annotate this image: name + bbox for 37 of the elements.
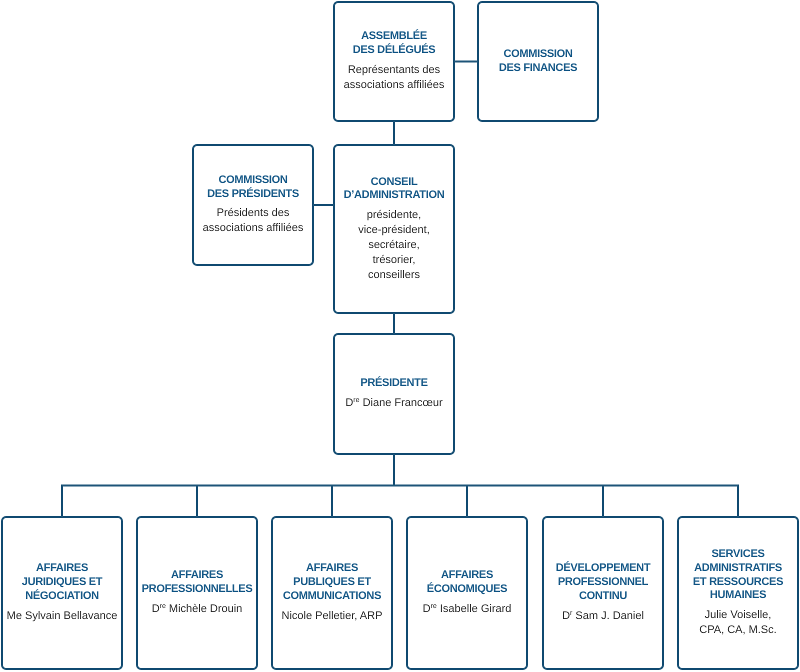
org-unit-box [136, 516, 258, 670]
body-text: D$^{re}$ Isabelle Girard [422, 602, 512, 617]
heading-text: ASSEMBLÉE DES DÉLÉGUÉS [352, 30, 436, 58]
heading-text: AFFAIRES ÉCONOMIQUES [426, 569, 508, 597]
body-text: Nicole Pelletier, ARP [282, 608, 382, 624]
heading-text: CONSEIL D’ADMINISTRATION [342, 176, 446, 204]
org-unit-box [677, 516, 799, 670]
org-unit-box [192, 144, 314, 266]
connector-line [393, 122, 395, 144]
heading-text: COMMISSION DES FINANCES [498, 48, 578, 76]
heading-text: DÉVELOPPEMENT PROFESSIONNEL CONTINU [554, 562, 652, 604]
org-unit-box [333, 144, 455, 314]
org-unit-box [333, 1, 455, 122]
body-text: Présidents des associations affiliées [202, 206, 304, 236]
heading-text: COMMISSION DES PRÉSIDENTS [206, 174, 300, 202]
connector-line [314, 204, 333, 206]
body-text: D$^{re}$ Diane Francœur [345, 396, 443, 411]
body-text: D$^{r}$ Sam J. Daniel [562, 608, 644, 624]
body-text: Me Sylvain Bellavance [6, 608, 118, 624]
body-text: D$^{re}$ Michèle Drouin [152, 602, 242, 617]
org-unit-box [1, 516, 123, 670]
connector-line [393, 314, 395, 333]
heading-text: SERVICES ADMINISTRATIFS ET RESSOURCES HUMAINES [692, 548, 784, 604]
heading-text: PRÉSIDENTE [360, 377, 428, 391]
connector-line [393, 455, 739, 516]
org-unit-box [333, 333, 455, 455]
org-unit-box [542, 516, 664, 670]
body-text: présidente, vice-président, secrétaire, trésorier, conseillers [357, 208, 431, 282]
body-text: Représentants des associations affiliées [342, 62, 446, 93]
org-unit-box [406, 516, 528, 670]
heading-text: AFFAIRES PROFESSIONNELLES [141, 569, 253, 597]
heading-text: AFFAIRES PUBLIQUES ET COMMUNICATIONS [282, 562, 382, 604]
connector-line [455, 60, 477, 62]
org-unit-box [271, 516, 393, 670]
body-text: Julie Voiselle, CPA, CA, M.Sc. [698, 608, 778, 638]
org-unit-box [477, 1, 599, 122]
heading-text: AFFAIRES JURIDIQUES ET NÉGOCIATION [20, 562, 104, 604]
